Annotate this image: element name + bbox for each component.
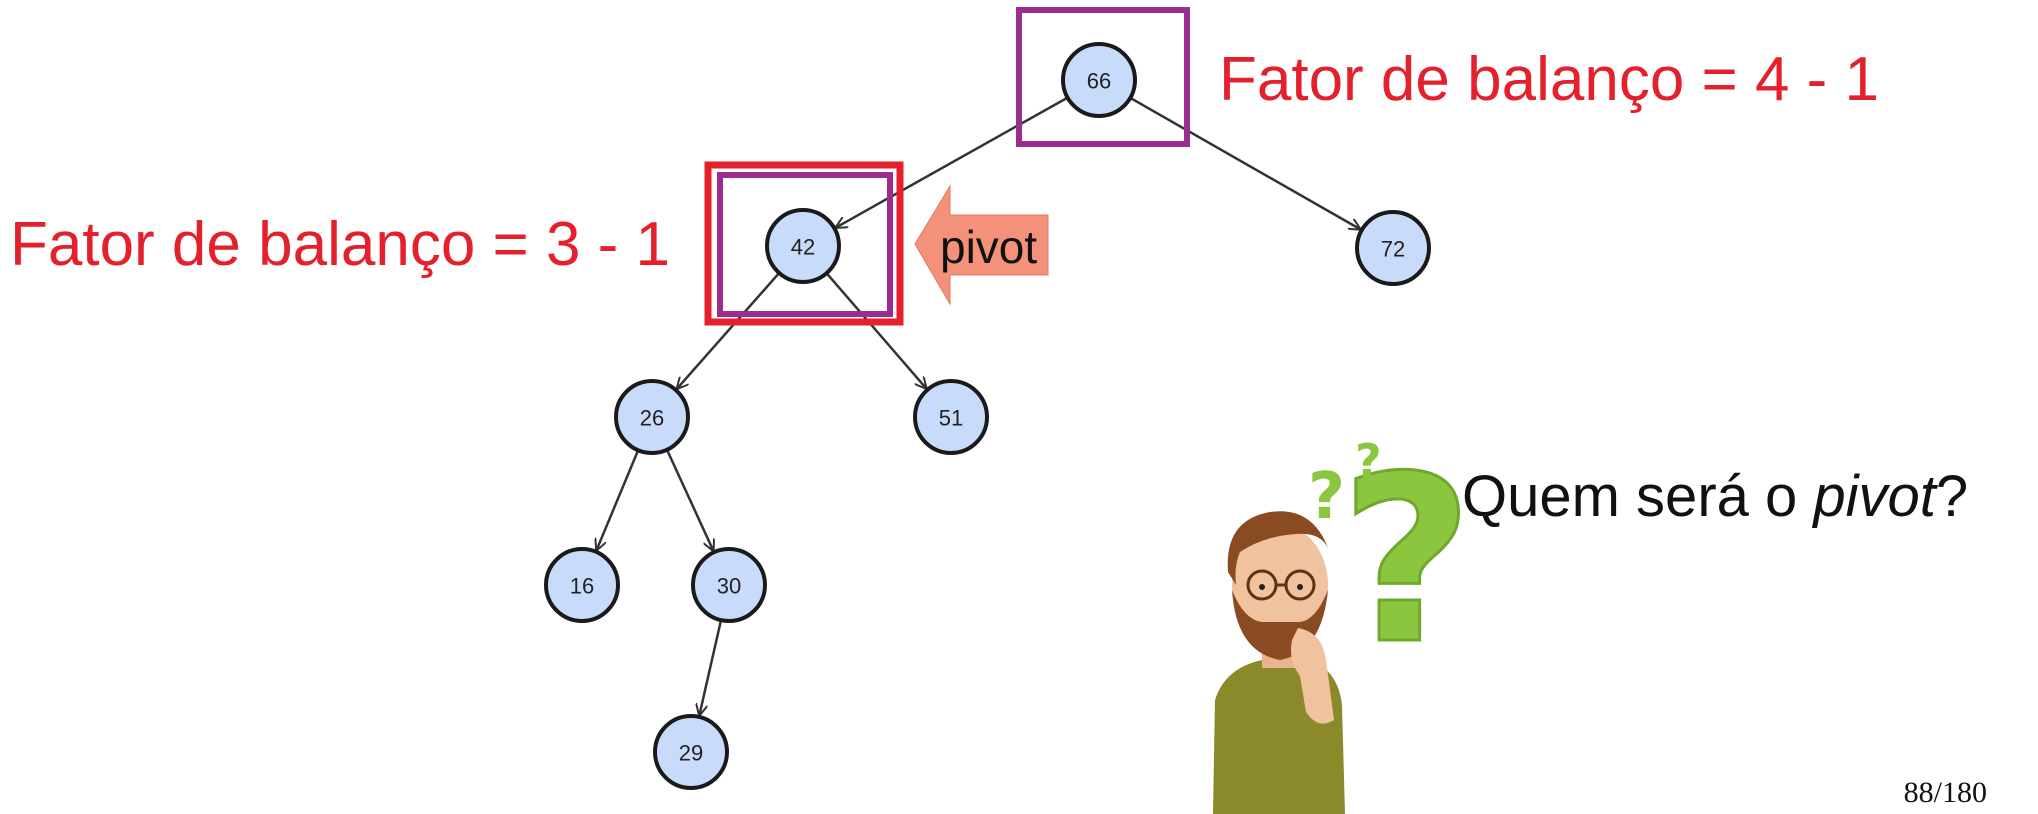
node-label: 26 bbox=[640, 406, 664, 431]
tree-node-42: 42 bbox=[765, 208, 841, 284]
thinking-man-illustration bbox=[1213, 511, 1345, 814]
node-label: 51 bbox=[939, 406, 963, 431]
node-label: 30 bbox=[717, 574, 741, 599]
node-circle bbox=[691, 547, 767, 623]
pivot-arrow-label: pivot bbox=[940, 221, 1037, 273]
tree-node-66: 66 bbox=[1061, 42, 1137, 118]
node-circle bbox=[653, 714, 729, 790]
question-prefix: Quem será o bbox=[1462, 464, 1813, 529]
tree-edges bbox=[597, 96, 1360, 715]
question-emphasis: pivot bbox=[1811, 464, 1938, 529]
edge-n26-n16 bbox=[597, 449, 640, 550]
pivot-question: Quem será o pivot? bbox=[1462, 464, 1968, 529]
edge-n42-n26 bbox=[677, 272, 781, 389]
edge-n66-n42 bbox=[836, 96, 1069, 228]
node-label: 66 bbox=[1087, 69, 1111, 94]
node-circle bbox=[1061, 42, 1137, 118]
root-highlight-box bbox=[1016, 7, 1190, 147]
node-circle bbox=[765, 208, 841, 284]
small-question-mark-icon-2: ? bbox=[1355, 434, 1382, 488]
edge-n26-n30 bbox=[665, 449, 713, 551]
node-circle bbox=[913, 379, 989, 455]
question-suffix: ? bbox=[1936, 464, 1968, 529]
tree-node-29: 29 bbox=[653, 714, 729, 790]
root-balance-factor-label: Fator de balanço = 4 - 1 bbox=[1219, 45, 1879, 114]
node-circle bbox=[614, 379, 690, 455]
small-question-mark-icon-1: ? bbox=[1308, 460, 1345, 534]
pivot-arrow-shape bbox=[914, 184, 1049, 306]
tree-node-26: 26 bbox=[614, 379, 690, 455]
page-number: 88/180 bbox=[1903, 776, 1987, 809]
question-mark-icons: ? ? ? bbox=[1308, 427, 1475, 697]
edge-n42-n51 bbox=[825, 272, 927, 388]
tree-node-72: 72 bbox=[1355, 210, 1431, 286]
edge-n66-n72 bbox=[1129, 96, 1360, 229]
pivot-arrow-callout: pivot bbox=[914, 184, 1049, 306]
node-label: 72 bbox=[1381, 237, 1405, 262]
node-label: 29 bbox=[679, 741, 703, 766]
node-circle bbox=[1355, 210, 1431, 286]
pivot-inner-highlight-box bbox=[717, 172, 893, 317]
big-question-mark-icon: ? bbox=[1340, 428, 1473, 695]
tree-nodes: 66 42 72 26 51 16 30 29 bbox=[544, 42, 1431, 790]
node-label: 16 bbox=[570, 574, 594, 599]
node-label: 42 bbox=[791, 235, 815, 260]
pivot-outer-highlight-box bbox=[704, 161, 904, 326]
tree-node-51: 51 bbox=[913, 379, 989, 455]
tree-node-30: 30 bbox=[691, 547, 767, 623]
left-balance-factor-label: Fator de balanço = 3 - 1 bbox=[10, 210, 670, 279]
tree-node-16: 16 bbox=[544, 547, 620, 623]
node-circle bbox=[544, 547, 620, 623]
edge-n30-n29 bbox=[699, 619, 723, 715]
